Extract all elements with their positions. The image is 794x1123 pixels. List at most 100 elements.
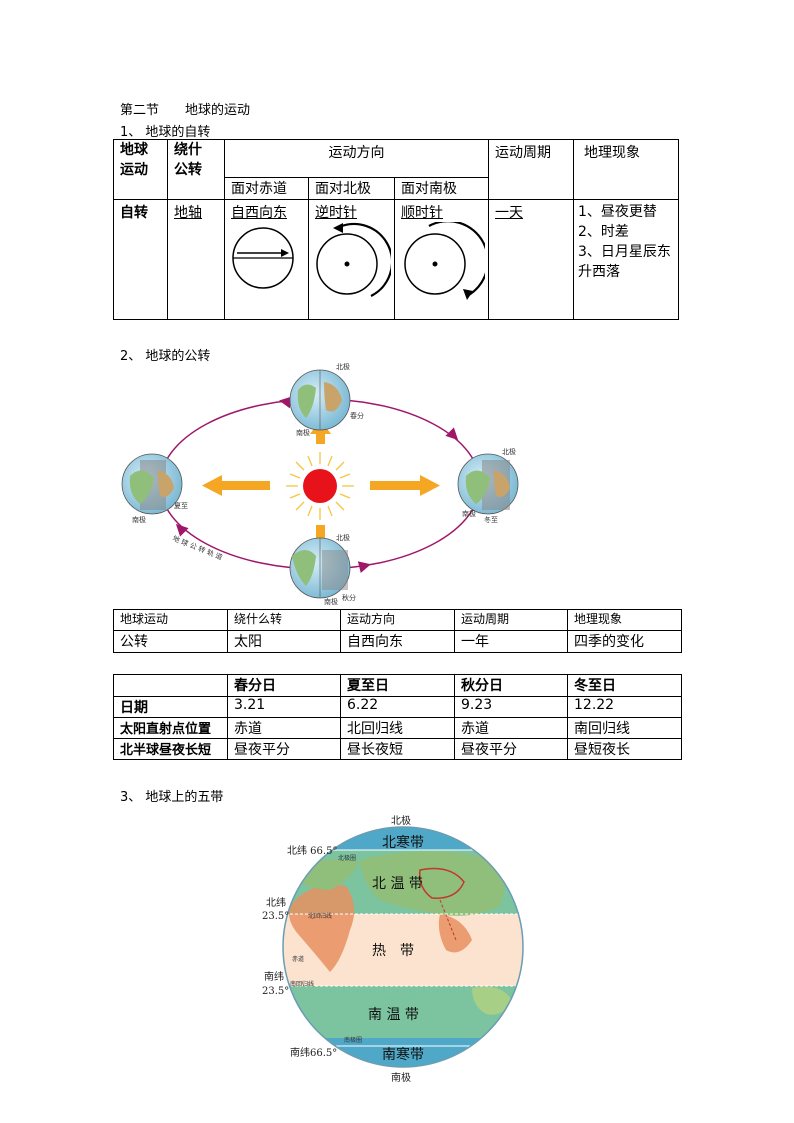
seasons-label-date: 日期	[113, 696, 228, 718]
label-equator: 赤道	[292, 955, 304, 963]
seasons-cell: 赤道	[227, 717, 341, 739]
rev-header-motion: 地球运动	[113, 609, 228, 631]
cell-dir-north: 逆时针	[308, 199, 395, 320]
label-autumn: 秋分	[342, 593, 356, 602]
sun-icon	[286, 452, 354, 520]
label-left-south: 南极	[132, 515, 146, 524]
label-lat-n235-b: 23.5°	[262, 911, 289, 922]
header-face-equator: 面对赤道	[224, 177, 309, 200]
seasons-row-day-length: 北半球昼夜长短 昼夜平分 昼长夜短 昼夜平分 昼短夜长	[113, 738, 682, 760]
globe-spring	[289, 369, 351, 431]
cell-dir-equator: 自西向东	[224, 199, 309, 320]
rev-header-period: 运动周期	[454, 609, 568, 631]
label-lat-s235-a: 南纬	[264, 970, 284, 983]
header-face-south: 面对南极	[394, 177, 489, 200]
label-right-north: 北极	[502, 447, 516, 456]
seasons-label-day-length: 北半球昼夜长短	[113, 738, 228, 760]
label-top-south: 南极	[296, 428, 310, 437]
cell-motion: 自转	[113, 199, 168, 320]
seasons-header-summer: 夏至日	[340, 674, 455, 697]
label-lat-s235-b: 23.5°	[262, 986, 289, 997]
rev-cell-motion: 公转	[113, 630, 228, 653]
phenomenon-1: 1、昼夜更替	[578, 204, 657, 220]
label-lat-n665: 北纬 66.5°	[287, 844, 337, 857]
seasons-cell: 12.22	[567, 696, 682, 718]
equator-rotation-diagram	[232, 227, 294, 289]
header-axis: 绕什公转	[167, 139, 225, 200]
label-top-north: 北极	[336, 362, 350, 371]
label-lat-s665: 南纬66.5°	[290, 1046, 337, 1059]
phenomenon-3: 3、日月星辰东	[578, 244, 671, 260]
seasons-header-autumn: 秋分日	[454, 674, 568, 697]
seasons-header-spring: 春分日	[227, 674, 341, 697]
header-period: 运动周期	[488, 139, 574, 200]
seasons-cell: 赤道	[454, 717, 568, 739]
seasons-cell: 昼夜平分	[454, 738, 568, 760]
label-bottom-north: 北极	[336, 533, 350, 542]
revolution-table: 地球运动 绕什么转 运动方向 运动周期 地理现象 公转 太阳 自西向东 一年 四…	[113, 609, 682, 653]
cell-axis: 地轴	[167, 199, 225, 320]
cell-dir-south: 顺时针	[394, 199, 489, 320]
five-zones-diagram: 北寒带 北 温 带 热 带 南 温 带 南寒带 北极 南极 北纬 66.5° 北…	[262, 814, 524, 1084]
label-south-pole: 南极	[391, 1071, 411, 1084]
seasons-header-row: 春分日 夏至日 秋分日 冬至日	[113, 674, 682, 697]
cell-phenomena: 1、昼夜更替 2、时差 3、日月星辰东 升西落	[573, 199, 679, 320]
section-title: 第二节 地球的运动	[120, 103, 251, 118]
phenomenon-4: 升西落	[578, 264, 620, 280]
seasons-label-sun-position: 太阳直射点位置	[113, 717, 228, 739]
revolution-diagram: 北极 南极 春分 南极 夏至 北极 南极 冬至 北极 南极 秋分 地 球 公 转…	[121, 362, 519, 605]
seasons-row-date: 日期 3.21 6.22 9.23 12.22	[113, 696, 682, 718]
rev-cell-phenomena: 四季的变化	[567, 630, 682, 653]
seasons-cell: 6.22	[340, 696, 455, 718]
seasons-cell: 昼长夜短	[340, 738, 455, 760]
label-summer: 夏至	[174, 502, 188, 510]
south-rotation-diagram	[404, 220, 489, 300]
seasons-header-blank	[113, 674, 228, 697]
rev-header-center: 绕什么转	[227, 609, 341, 631]
seasons-cell: 北回归线	[340, 717, 455, 739]
zone-north-frigid: 北寒带	[382, 834, 424, 851]
revolution-header-row: 地球运动 绕什么转 运动方向 运动周期 地理现象	[113, 609, 682, 631]
label-bottom-south: 南极	[324, 597, 338, 605]
rev-header-direction: 运动方向	[340, 609, 455, 631]
zone-tropic: 热 带	[372, 943, 414, 959]
header-motion: 地球运动	[113, 139, 168, 200]
label-arctic-circle: 北极圈	[338, 854, 356, 862]
header-phenomena: 地理现象	[573, 139, 679, 200]
seasons-header-winter: 冬至日	[567, 674, 682, 697]
rev-cell-center: 太阳	[227, 630, 341, 653]
seasons-cell: 昼短夜长	[567, 738, 682, 760]
label-tropic-cancer: 北回归线	[308, 912, 332, 920]
globe-autumn	[289, 537, 351, 599]
label-lat-n235-a: 北纬	[266, 896, 286, 909]
header-face-north: 面对北极	[308, 177, 395, 200]
rev-cell-direction: 自西向东	[340, 630, 455, 653]
cell-period: 一天	[488, 199, 574, 320]
revolution-data-row: 公转 太阳 自西向东 一年 四季的变化	[113, 630, 682, 653]
seasons-cell: 南回归线	[567, 717, 682, 739]
header-direction: 运动方向	[224, 139, 489, 178]
label-right-south: 南极	[462, 509, 476, 518]
zone-north-temperate: 北 温 带	[372, 876, 423, 892]
seasons-row-sun-position: 太阳直射点位置 赤道 北回归线 赤道 南回归线	[113, 717, 682, 739]
globe-summer	[121, 453, 183, 515]
seasons-cell: 3.21	[227, 696, 341, 718]
zone-south-frigid: 南寒带	[382, 1046, 424, 1063]
part1-heading: 1、 地球的自转	[120, 125, 211, 140]
globe-winter	[457, 453, 519, 515]
label-orbit: 地 球 公 转 轨 道	[171, 534, 224, 562]
seasons-table: 春分日 夏至日 秋分日 冬至日 日期 3.21 6.22 9.23 12.22 …	[113, 674, 682, 760]
rev-cell-period: 一年	[454, 630, 568, 653]
label-north-pole: 北极	[391, 814, 411, 827]
north-rotation-diagram	[316, 222, 394, 297]
label-winter: 冬至	[484, 515, 498, 524]
zone-south-temperate: 南 温 带	[368, 1007, 419, 1023]
part3-heading: 3、 地球上的五带	[120, 790, 224, 805]
part2-heading: 2、 地球的公转	[120, 349, 211, 364]
label-spring: 春分	[350, 411, 364, 420]
phenomenon-2: 2、时差	[578, 224, 629, 240]
label-tropic-capricorn: 南回归线	[290, 980, 314, 988]
label-antarctic-circle: 南极圈	[344, 1036, 362, 1044]
seasons-cell: 昼夜平分	[227, 738, 341, 760]
seasons-cell: 9.23	[454, 696, 568, 718]
